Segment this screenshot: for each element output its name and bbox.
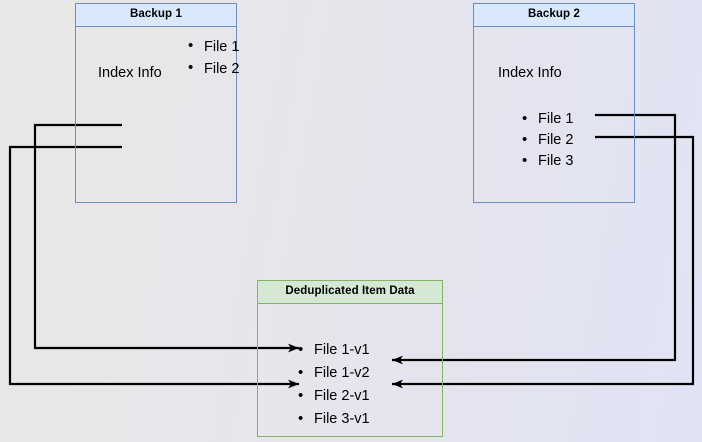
list-item: File 1-v2	[298, 361, 370, 385]
list-item: File 1-v1	[298, 338, 370, 362]
node-backup-2[interactable]: Backup 2 Index Info File 1 File 2 File 3	[473, 3, 635, 203]
list-item: File 1	[188, 35, 239, 58]
backup-2-index-info-label: Index Info	[498, 65, 562, 81]
node-backup-1-title: Backup 1	[76, 4, 236, 27]
node-backup-1[interactable]: Backup 1 Index Info File 1 File 2	[75, 3, 239, 203]
backup-1-index-info-label: Index Info	[98, 65, 162, 81]
list-item: File 3-v1	[298, 407, 370, 431]
node-backup-2-title: Backup 2	[474, 4, 634, 27]
dedup-file-list: File 1-v1 File 1-v2 File 2-v1 File 3-v1	[298, 338, 370, 431]
list-item: File 2-v1	[298, 384, 370, 408]
list-item: File 3	[522, 150, 573, 172]
backup-2-file-list: File 1 File 2 File 3	[522, 108, 573, 172]
list-item: File 2	[188, 57, 239, 80]
list-item: File 1	[522, 108, 573, 130]
node-backup-1-body: Index Info File 1 File 2	[76, 27, 239, 202]
list-item: File 2	[522, 129, 573, 151]
node-backup-2-body: Index Info File 1 File 2 File 3	[474, 27, 634, 202]
backup-1-file-list: File 1 File 2	[188, 35, 239, 80]
node-deduplicated-item-data[interactable]: Deduplicated Item Data File 1-v1 File 1-…	[257, 280, 443, 437]
node-deduplicated-item-data-body: File 1-v1 File 1-v2 File 2-v1 File 3-v1	[258, 304, 442, 436]
node-deduplicated-item-data-title: Deduplicated Item Data	[258, 281, 442, 304]
